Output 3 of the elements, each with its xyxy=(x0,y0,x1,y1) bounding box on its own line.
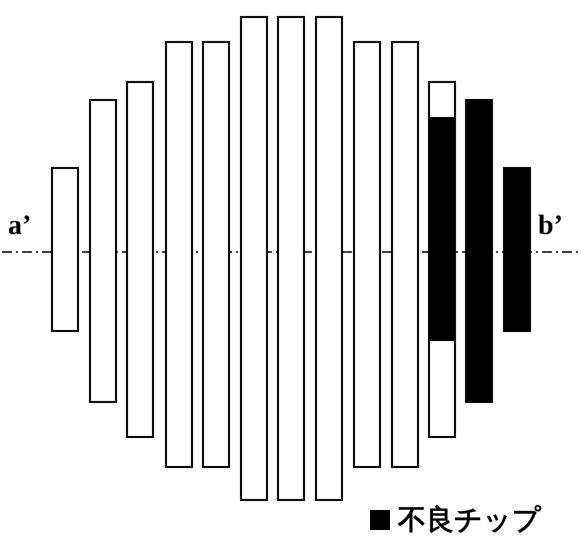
section-label: a’ xyxy=(8,212,32,240)
section-label: b’ xyxy=(538,212,563,240)
legend-label: 不良チップ xyxy=(398,506,541,534)
